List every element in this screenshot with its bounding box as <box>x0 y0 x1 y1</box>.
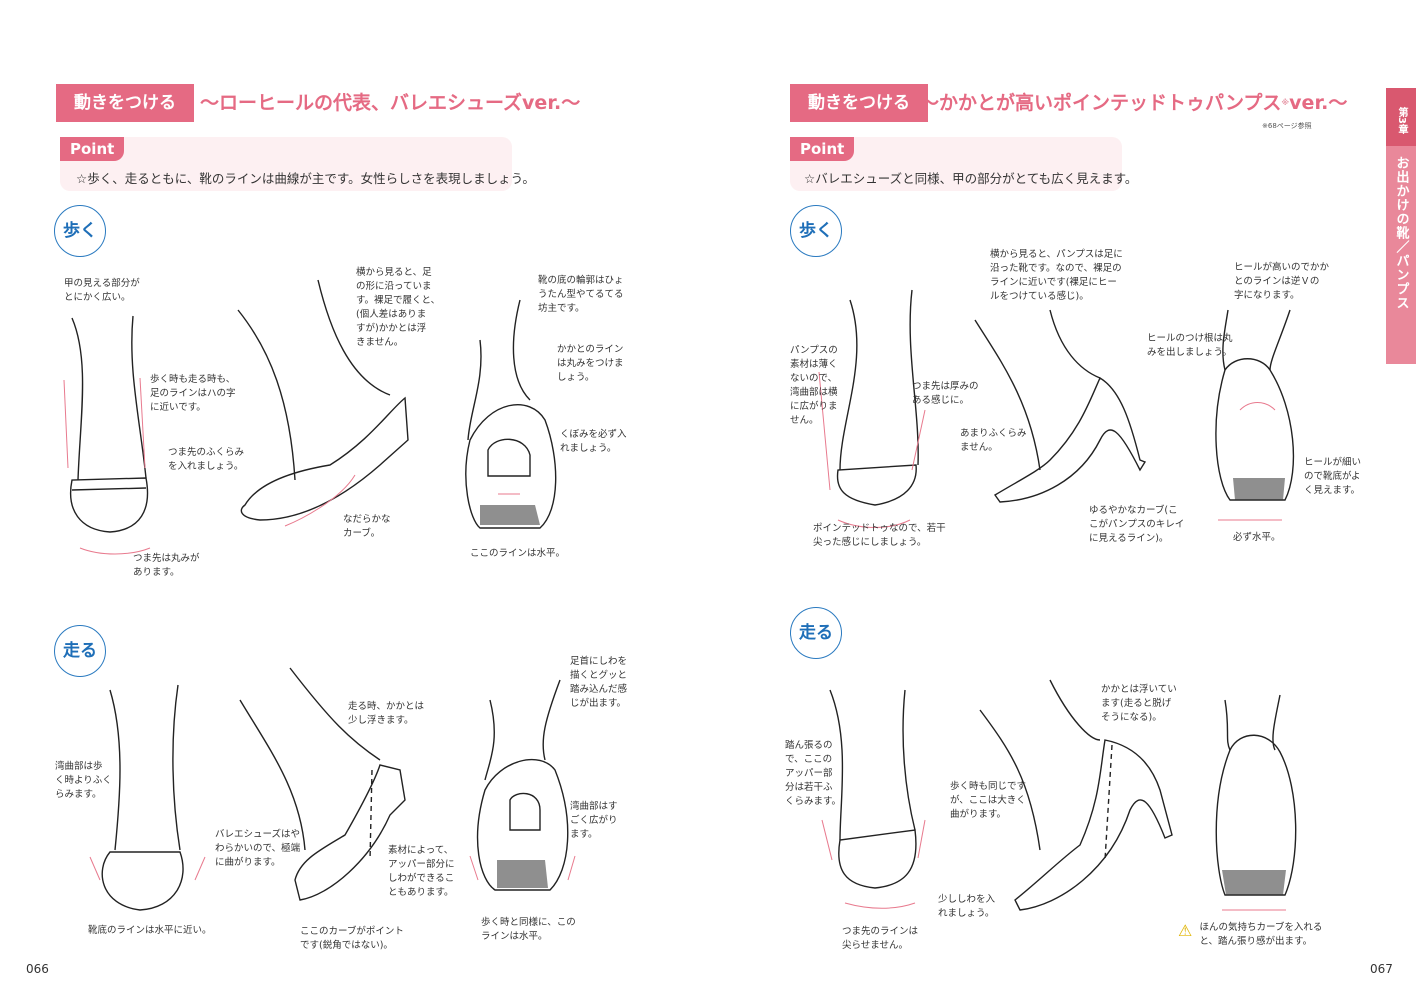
footnote-mark: ※ <box>1281 98 1290 107</box>
left-heading-subtitle: ～ローヒールの代表、バレエシューズver.～ <box>200 92 581 114</box>
walk-note: なだらかな カーブ。 <box>343 514 391 539</box>
walk-note: ヒールが細い ので靴底がよ く見えます。 <box>1304 457 1362 496</box>
right-heading-subtitle: ～かかとが高いポインテッドトゥパンプス※ver.～ <box>920 84 1347 122</box>
run-note: 少ししわを入 れましょう。 <box>938 894 996 919</box>
walk-note: 甲の見える部分が とにかく広い。 <box>64 278 140 303</box>
run-note: 足首にしわを 描くとグッと 踏み込んだ感 じが出ます。 <box>570 656 628 709</box>
walk-note: 歩く時も走る時も、 足のラインはハの字 に近いです。 <box>150 374 236 413</box>
left-heading-label: 動きをつける <box>56 84 194 122</box>
chapter-side-tab: 第3章 お出かけの靴／パンプス <box>1386 88 1416 364</box>
walk-note: かかとのライン は丸みをつけま しょう。 <box>557 344 624 383</box>
walk-note: ヒールが高いのでかか とのラインは逆Ｖの 字になります。 <box>1234 262 1330 301</box>
walk-note: 横から見ると、パンプスは足に 沿った靴です。なので、裸足の ラインに近いです(裸… <box>990 249 1123 302</box>
point-tag: Point <box>790 137 855 161</box>
run-note: 歩く時と同様に、この ラインは水平。 <box>481 917 576 942</box>
run-note: 湾曲部は歩 く時よりふく らみます。 <box>55 761 112 800</box>
warning-text: ほんの気持ちカーブを入れる と、踏ん張り感が出ます。 <box>1199 922 1323 947</box>
right-heading-subtitle-main: ～かかとが高いポインテッドトゥパンプス <box>920 92 1282 114</box>
run-note: 素材によって、 アッパー部分に しわができるこ ともあります。 <box>388 845 455 898</box>
run-note: ここのカーブがポイント です(鋭角ではない)。 <box>300 926 404 951</box>
left-point-box: Point ☆歩く、走るともに、靴のラインは曲線が主です。女性らしさを表現しまし… <box>60 137 535 191</box>
right-heading-subtitle-suffix: ver.～ <box>1289 92 1348 114</box>
walk-note: パンプスの 素材は薄く ないので、 湾曲部は横 に広がりま せん。 <box>790 345 838 426</box>
run-note: かかとは浮いてい ます(走ると脱げ そうになる)。 <box>1101 684 1177 723</box>
point-tag: Point <box>60 137 125 161</box>
run-note: 靴底のラインは水平に近い。 <box>88 925 212 936</box>
run-badge: 走る <box>790 607 842 659</box>
run-badge: 走る <box>54 625 106 677</box>
right-point-box: Point ☆バレエシューズと同様、甲の部分がとても広く見えます。 <box>790 137 1137 191</box>
warning-note: ⚠ ほんの気持ちカーブを入れる と、踏ん張り感が出ます。 <box>1178 921 1322 949</box>
walk-note: ここのラインは水平。 <box>470 548 566 559</box>
point-text: ☆歩く、走るともに、靴のラインは曲線が主です。女性らしさを表現しましょう。 <box>76 171 535 186</box>
walk-badge: 歩く <box>790 205 842 257</box>
page-number-right: 067 <box>1370 962 1393 976</box>
walk-note: あまりふくらみ ません。 <box>960 428 1027 453</box>
chapter-number: 第3章 <box>1386 88 1416 146</box>
walk-note: 靴の底の輪郭はひょ うたん型やてるてる 坊主です。 <box>538 275 624 314</box>
warning-icon: ⚠ <box>1178 921 1193 940</box>
walk-note: ゆるやかなカーブ(こ こがパンプスのキレイ に見えるライン)。 <box>1089 505 1185 544</box>
run-note: バレエシューズはや わらかいので、極端 に曲がります。 <box>215 829 301 868</box>
run-note: 走る時、かかとは 少し浮きます。 <box>348 701 425 726</box>
walk-note: 必ず水平。 <box>1233 532 1281 543</box>
run-note: つま先のラインは 尖らせません。 <box>842 926 919 951</box>
point-text: ☆バレエシューズと同様、甲の部分がとても広く見えます。 <box>804 171 1138 186</box>
reference-note: ※68ページ参照 <box>1262 122 1312 130</box>
walk-badge: 歩く <box>54 205 106 257</box>
run-note: 踏ん張るの で、ここの アッパー部 分は若干ふ くらみます。 <box>785 740 842 807</box>
page-number-left: 066 <box>26 962 49 976</box>
walk-note: くぼみを必ず入 れましょう。 <box>560 429 627 454</box>
walk-note: つま先のふくらみ を入れましょう。 <box>168 447 245 472</box>
chapter-title: お出かけの靴／パンプス <box>1393 156 1409 310</box>
run-note: 歩く時も同じです が、ここは大きく 曲がります。 <box>950 781 1027 820</box>
walk-note: ヒールのつけ根は丸 みを出しましょう。 <box>1147 333 1233 358</box>
walk-note: 横から見ると、足 の形に沿っていま す。裸足で履くと、 (個人差はありま すが)… <box>356 267 441 348</box>
run-note: 湾曲部はす ごく広がり ます。 <box>570 801 618 840</box>
walk-note: ポインテッドトゥなので、若干 尖った感じにしましょう。 <box>813 523 946 548</box>
walk-note: つま先は丸みが あります。 <box>133 553 200 578</box>
right-heading-label: 動きをつける <box>790 84 928 122</box>
walk-note: つま先は厚みの ある感じに。 <box>912 381 979 406</box>
